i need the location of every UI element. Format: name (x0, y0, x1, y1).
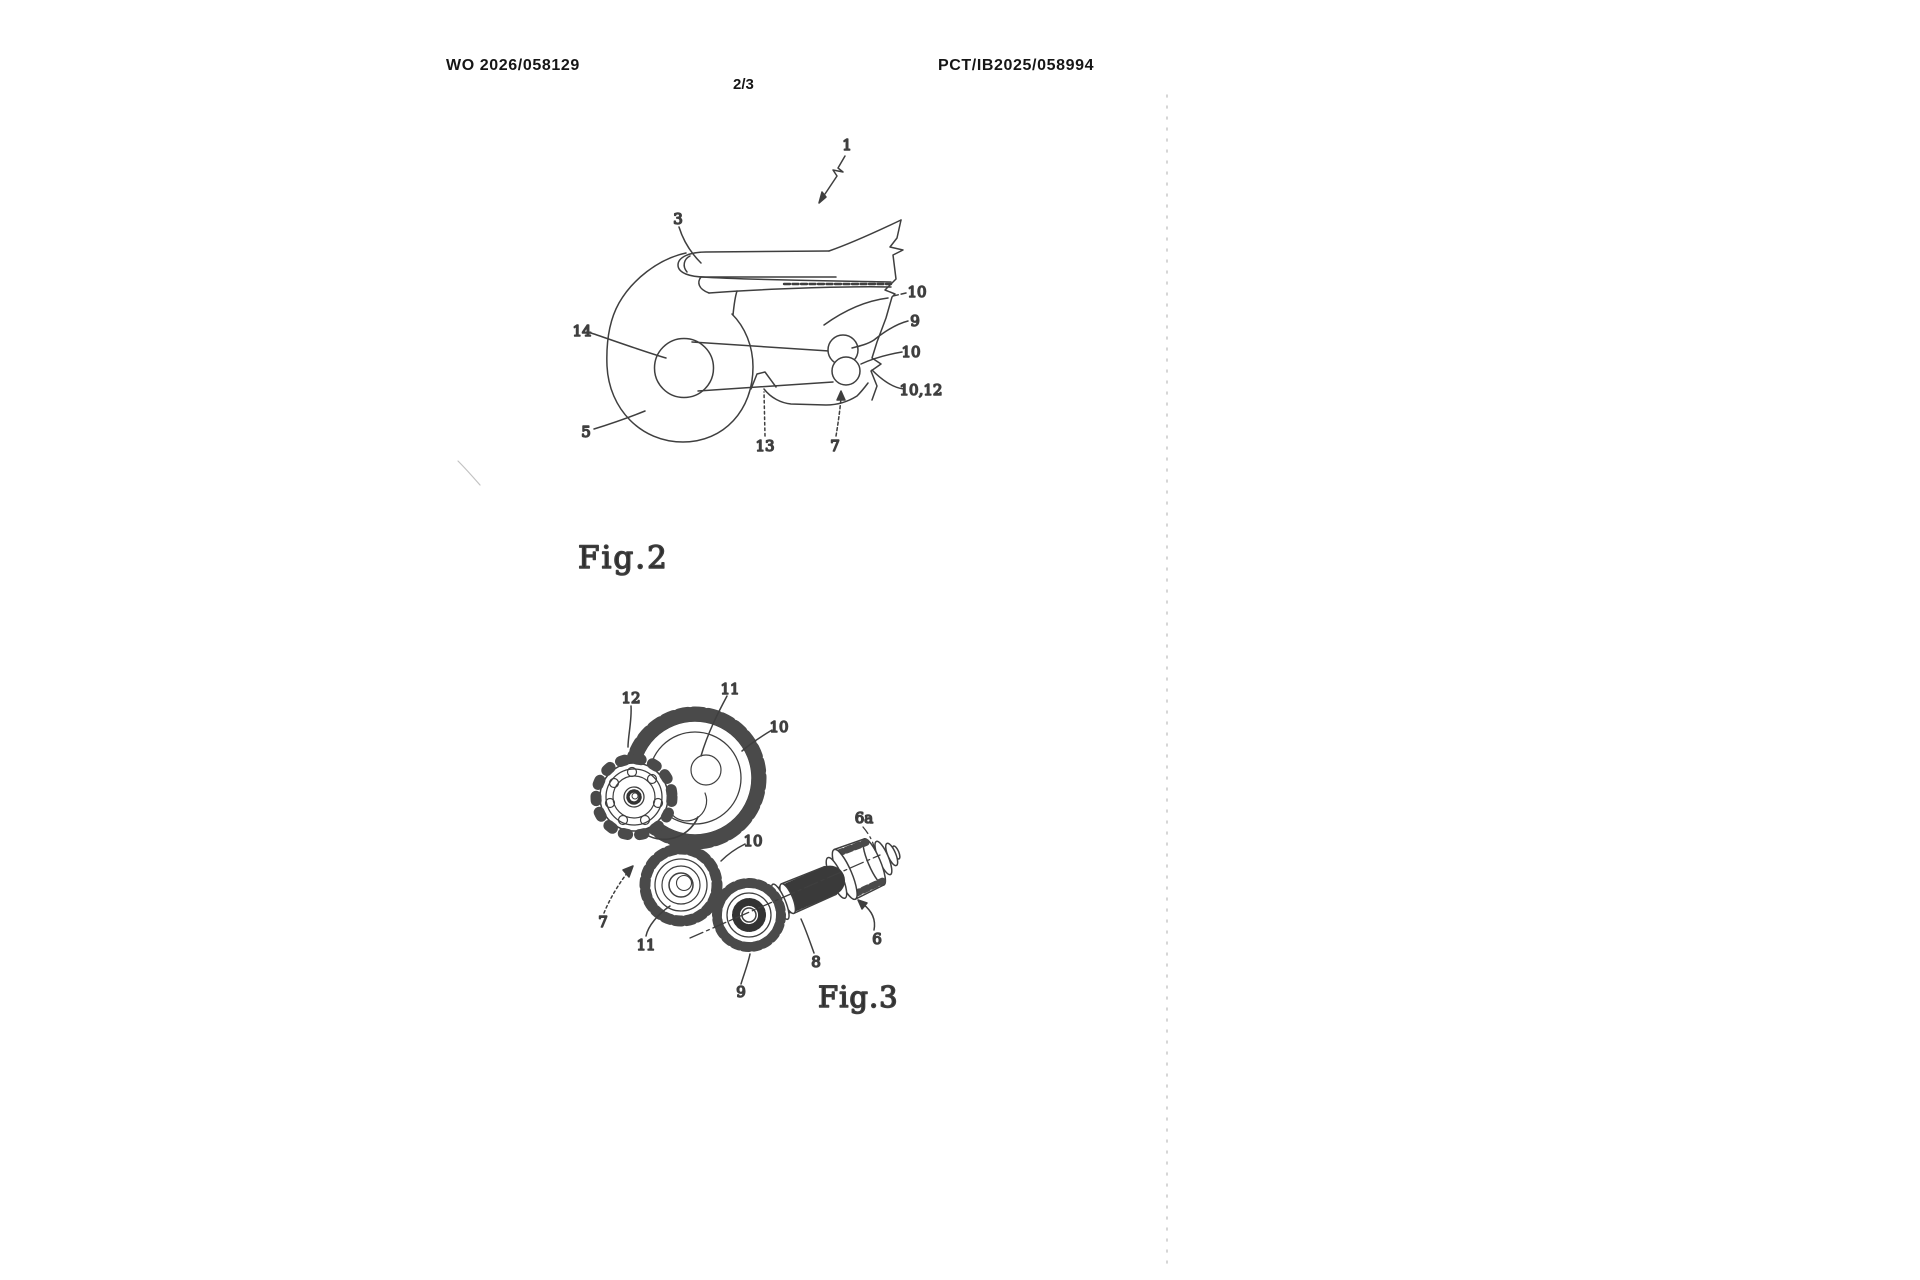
fig2-drawing: 1 3 14 10 9 10 10,12 5 13 7 Fig.2 (457, 135, 943, 577)
drum-top-edge (833, 838, 866, 851)
sprocket-spline-bore (626, 789, 642, 805)
gear-front-spline-ring (732, 898, 766, 932)
leader-10-mid (860, 351, 903, 365)
leader-7-fig3 (603, 871, 629, 914)
drum-teeth-top (834, 839, 870, 857)
leader-10-12 (871, 369, 905, 390)
publication-number: WO 2026/058129 (446, 57, 580, 74)
fig2-caption: Fig.2 (578, 540, 669, 576)
leader-11-bottom (645, 905, 671, 937)
gear-front-teeth (712, 878, 786, 952)
leader-5 (593, 410, 646, 430)
gear-middle-face (654, 858, 708, 912)
fig3-caption: Fig.3 (818, 980, 899, 1014)
leader-11-top (700, 695, 728, 757)
arrow-7-fig2-head (836, 390, 846, 401)
gear-large-bearing (690, 754, 722, 786)
seat-outline (677, 250, 837, 278)
body-connector (732, 290, 738, 316)
swingarm-top-line (691, 341, 830, 352)
leader-13 (763, 391, 766, 437)
application-number: PCT/IB2025/058994 (938, 57, 1095, 74)
arrow-6-head (857, 899, 868, 910)
frame-band-top (700, 276, 892, 283)
fig3-label-11-bot: 11 (636, 936, 655, 954)
fig2-label-10-top: 10 (907, 283, 926, 301)
gear-middle-bore (668, 872, 694, 898)
gear-large-inner-arc (669, 792, 708, 822)
drum-teeth-bottom (851, 877, 886, 898)
gear-middle-bore-inner (675, 874, 693, 892)
leader-10-top (892, 292, 907, 297)
frame-band-cap (698, 276, 710, 294)
leader-7-fig2 (835, 397, 842, 437)
fig3-label-9: 9 (736, 983, 746, 1001)
scan-artifact-line (457, 460, 481, 486)
leader-10-top-fig3 (741, 729, 773, 752)
pivot-circle-lower (831, 356, 861, 386)
leader-10-mid-fig3 (720, 843, 746, 862)
sprocket-center (631, 792, 639, 800)
swingarm-bottom-line (697, 381, 834, 392)
spline-outline-top (780, 866, 825, 885)
fig2-label-1: 1 (842, 136, 852, 154)
fig3-label-6a: 6a (855, 809, 874, 827)
arrow-7-fig3-head (622, 865, 634, 878)
arrow-1-line (824, 155, 846, 195)
fig3-label-6: 6 (872, 930, 882, 948)
fig2-label-9: 9 (910, 312, 920, 330)
fender-arc (823, 297, 889, 326)
gear-middle-teeth (639, 843, 723, 927)
drum-bottom-edge (854, 884, 885, 900)
shaft-centerline (689, 854, 881, 939)
seat-nose-line (683, 255, 691, 273)
sprocket-teeth (590, 753, 678, 841)
fig3-label-7: 7 (598, 913, 608, 931)
fig3-label-8: 8 (811, 953, 821, 971)
sprocket (590, 753, 678, 841)
sprocket-ring-outer (605, 768, 663, 826)
gear-middle (639, 843, 723, 927)
gear-front (712, 878, 786, 952)
fig2-label-5: 5 (581, 423, 591, 441)
frame-band-bottom (708, 286, 892, 294)
leader-12 (627, 705, 632, 748)
fig2-label-7: 7 (830, 437, 840, 455)
body-and-wheel-outline (606, 252, 754, 443)
fig2-label-14: 14 (572, 322, 591, 340)
spline-hatch (772, 865, 846, 914)
spline-outline-bottom (793, 893, 837, 915)
shaft-assembly (770, 837, 901, 921)
leader-6a (862, 826, 876, 852)
arrow-1-head (818, 191, 827, 204)
leader-6 (862, 903, 876, 931)
fig3-label-12: 12 (621, 689, 640, 707)
fig3-label-10-mid: 10 (743, 832, 762, 850)
fig2-label-3: 3 (673, 210, 683, 228)
gear-middle-hub (661, 865, 701, 905)
leader-8 (800, 918, 815, 954)
fig3-label-11-top: 11 (720, 680, 739, 698)
footpeg-notch (750, 371, 777, 390)
leader-14 (590, 332, 667, 359)
leader-9 (851, 320, 909, 349)
tail-top-edge (828, 219, 902, 252)
gear-front-face (726, 892, 772, 938)
sheet-number: 2/3 (733, 76, 754, 93)
fig2-label-13: 13 (755, 437, 774, 455)
sprocket-bore (623, 786, 645, 808)
fig3-label-10-top: 10 (769, 718, 788, 736)
fig2-label-10-12: 10,12 (900, 381, 943, 399)
leader-9-fig3 (740, 953, 751, 985)
sprocket-bolt-holes (604, 766, 664, 826)
leader-3 (678, 226, 702, 264)
fig3-drawing: 12 11 10 6a 10 7 11 9 8 6 Fig.3 (590, 679, 901, 1015)
fig2-label-10-mid: 10 (901, 343, 920, 361)
wheel-hub (653, 337, 715, 399)
